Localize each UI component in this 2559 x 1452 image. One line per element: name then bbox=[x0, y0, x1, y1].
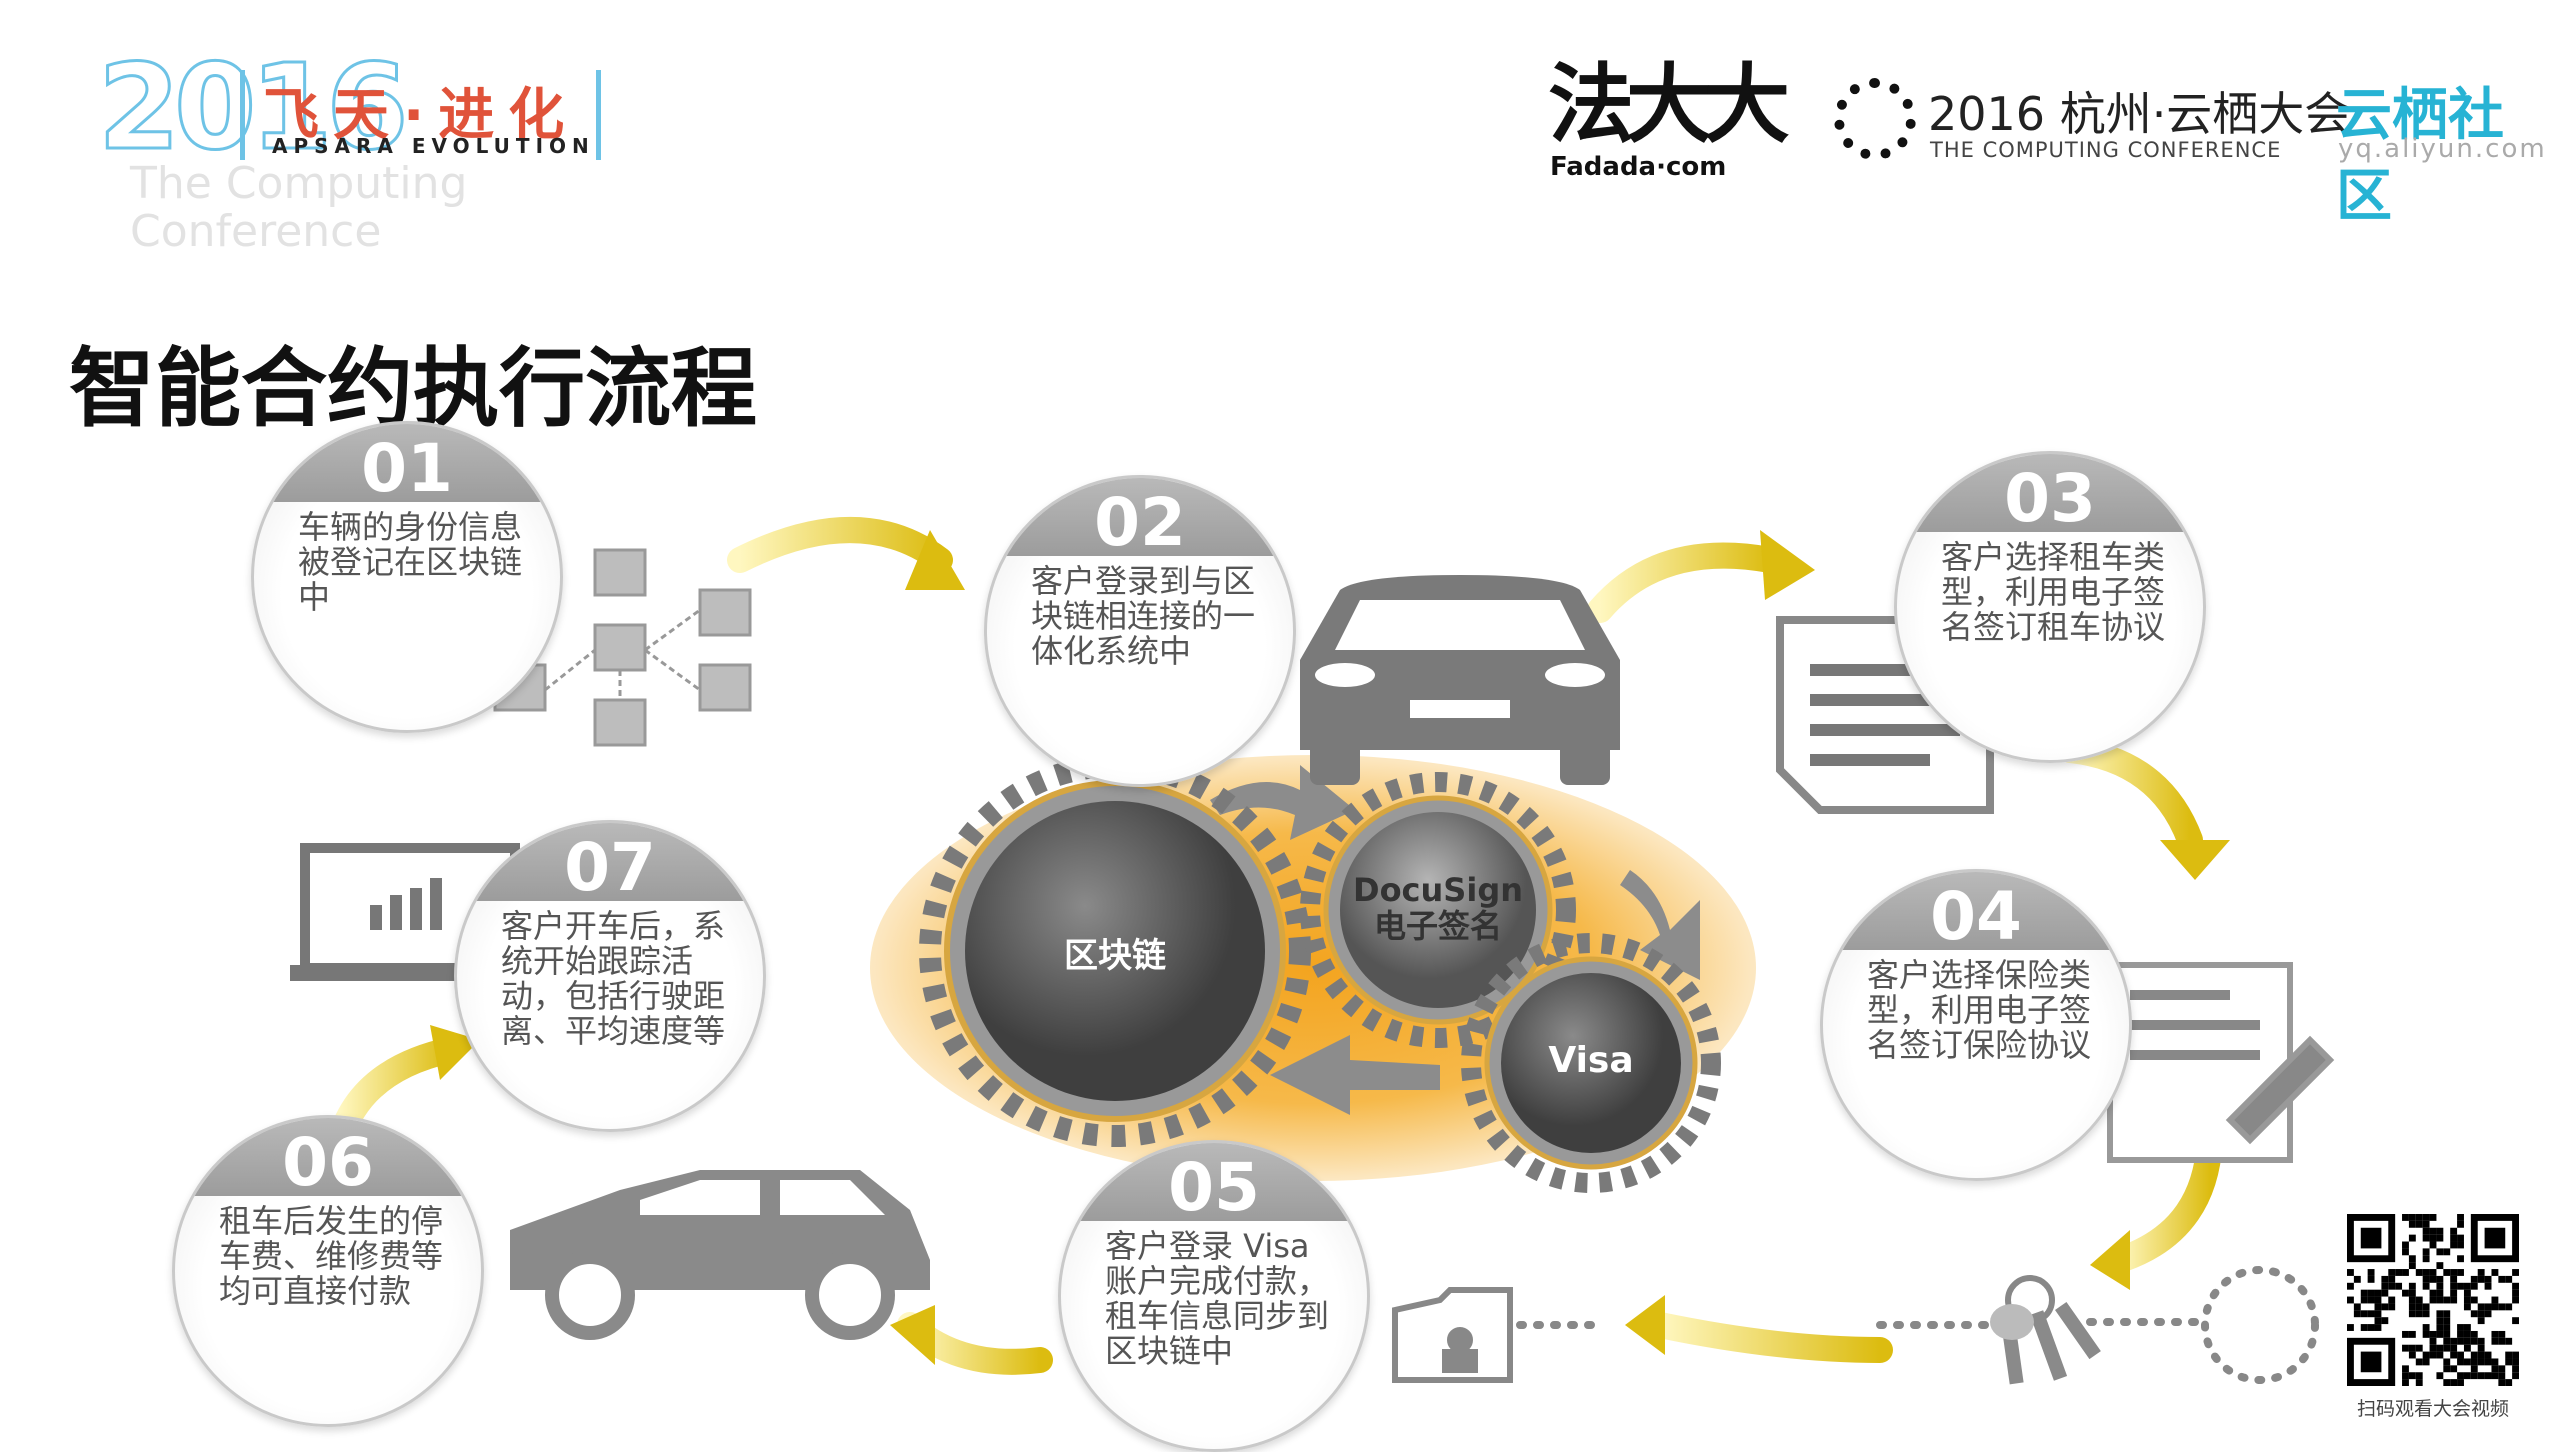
conference-title: 2016 杭州·云栖大会 bbox=[1928, 87, 2351, 141]
yunqi-logo: 云栖社区 bbox=[2336, 83, 2504, 229]
gear-visa-label: Visa bbox=[1548, 1040, 1634, 1081]
qr-caption: 扫码观看大会视频 bbox=[2356, 1398, 2509, 1420]
arrow-03-04 bbox=[2057, 737, 2203, 853]
arrow-01-02 bbox=[727, 517, 953, 573]
suv-car-icon bbox=[510, 1170, 930, 1340]
flow-arrows bbox=[327, 517, 2223, 1375]
gear-visa bbox=[1461, 933, 1721, 1193]
insurance-signing-icon bbox=[2107, 962, 2335, 1163]
customer-folder-icon bbox=[1392, 1287, 1513, 1383]
gear-blockchain-label: 区块链 bbox=[1064, 936, 1166, 976]
laptop-analytics-icon bbox=[290, 843, 530, 981]
apsara-evolution-en: APSARA EVOLUTION bbox=[272, 134, 595, 158]
fadada-logo-text: Fadada·com bbox=[1550, 152, 1727, 182]
dotted-path bbox=[1516, 1266, 2319, 1384]
yunqi-url: yq.aliyun.com bbox=[2338, 134, 2547, 164]
keys-icon bbox=[1990, 1275, 2101, 1385]
arrow-02-03 bbox=[1587, 542, 1783, 623]
fadada-logo: 法大大 bbox=[1548, 55, 1790, 155]
conference-2016-logo: 2016 bbox=[96, 38, 409, 176]
apsara-evolution-cn: 飞天·进化 bbox=[240, 70, 602, 160]
gear-docusign bbox=[1300, 772, 1576, 1048]
car-front-icon bbox=[1300, 575, 1620, 785]
qr-code[interactable] bbox=[2345, 1214, 2521, 1386]
gear-blockchain bbox=[919, 755, 1311, 1147]
contract-document-icon bbox=[1776, 616, 1994, 814]
conference-title-en: THE COMPUTING CONFERENCE bbox=[1930, 138, 2282, 162]
arrow-keys-05 bbox=[1647, 1312, 1893, 1363]
conference-mark-icon bbox=[1834, 78, 1916, 160]
